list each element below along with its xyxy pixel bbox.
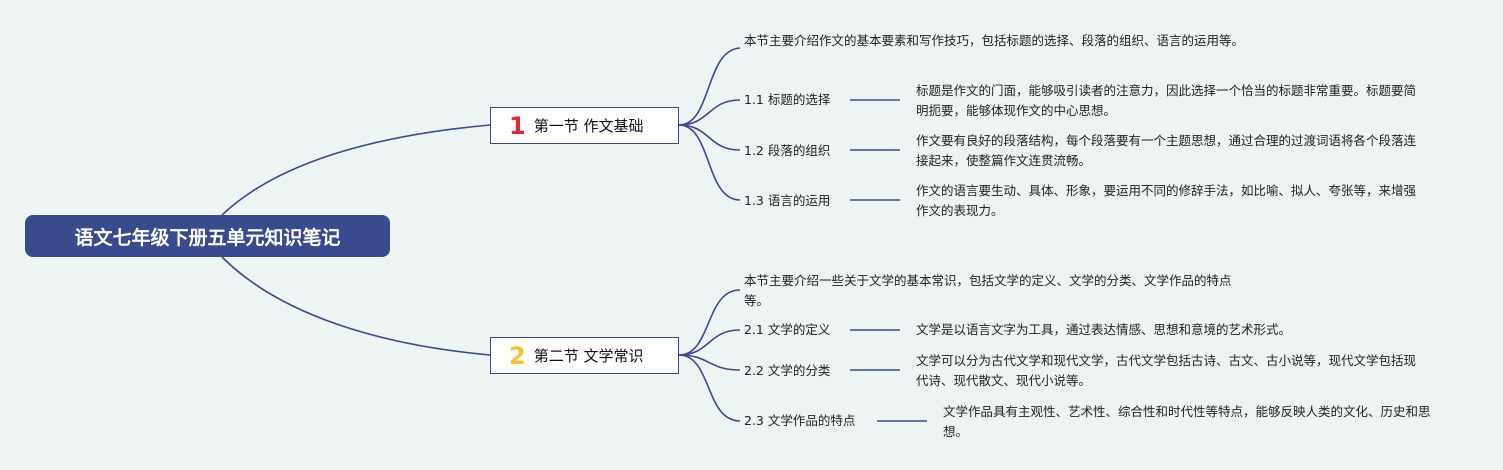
link-s2-item1 xyxy=(678,329,741,356)
section-1-item-2-label[interactable]: 1.2 段落的组织 xyxy=(744,143,831,158)
root-title: 语文七年级下册五单元知识笔记 xyxy=(74,226,341,249)
section-2-item-2-label[interactable]: 2.2 文学的分类 xyxy=(744,363,831,378)
link-root-section-2 xyxy=(221,256,491,356)
link-s1-item1 xyxy=(678,99,741,126)
link-s2-intro xyxy=(678,289,741,356)
section-1-title: 第一节 作文基础 xyxy=(533,117,644,135)
section-1-item-2-text[interactable]: 作文要有良好的段落结构，每个段落要有一个主题思想，通过合理的过渡词语将各个段落连… xyxy=(916,133,1417,168)
link-s1-item2 xyxy=(678,124,741,151)
section-1-number: 1 xyxy=(509,111,526,140)
section-1-item-1-label[interactable]: 1.1 标题的选择 xyxy=(744,92,831,107)
link-s2-item3 xyxy=(678,354,741,422)
section-1-item-3-label[interactable]: 1.3 语言的运用 xyxy=(744,193,831,208)
section-2-item-1-label[interactable]: 2.1 文学的定义 xyxy=(744,322,831,337)
section-2-item-3-text[interactable]: 文学作品具有主观性、艺术性、综合性和时代性等特点，能够反映人类的文化、历史和思想… xyxy=(943,404,1431,439)
link-s1-item3 xyxy=(678,124,741,201)
link-s2-item2 xyxy=(678,354,741,371)
link-s1-intro xyxy=(678,47,741,126)
root-topic[interactable]: 语文七年级下册五单元知识笔记 xyxy=(25,215,390,257)
section-2-number: 2 xyxy=(509,341,526,370)
section-1-node[interactable]: 1 第一节 作文基础 xyxy=(490,107,679,144)
link-root-section-1 xyxy=(221,124,491,216)
section-2-item-1-text[interactable]: 文学是以语言文字为工具，通过表达情感、思想和意境的艺术形式。 xyxy=(916,322,1292,337)
section-2-item-3-label[interactable]: 2.3 文学作品的特点 xyxy=(744,413,856,428)
section-1-intro[interactable]: 本节主要介绍作文的基本要素和写作技巧，包括标题的选择、段落的组织、语言的运用等。 xyxy=(744,33,1245,48)
section-2-title: 第二节 文学常识 xyxy=(533,347,644,365)
section-1-item-1-text[interactable]: 标题是作文的门面，能够吸引读者的注意力，因此选择一个恰当的标题非常重要。标题要简… xyxy=(916,83,1417,118)
section-1-item-3-text[interactable]: 作文的语言要生动、具体、形象，要运用不同的修辞手法，如比喻、拟人、夸张等，来增强… xyxy=(916,183,1417,218)
section-2-node[interactable]: 2 第二节 文学常识 xyxy=(490,337,679,374)
section-2-intro[interactable]: 本节主要介绍一些关于文学的基本常识，包括文学的定义、文学的分类、文学作品的特点等… xyxy=(744,273,1232,308)
section-2-item-2-text[interactable]: 文学可以分为古代文学和现代文学，古代文学包括古诗、古文、古小说等，现代文学包括现… xyxy=(916,353,1417,388)
